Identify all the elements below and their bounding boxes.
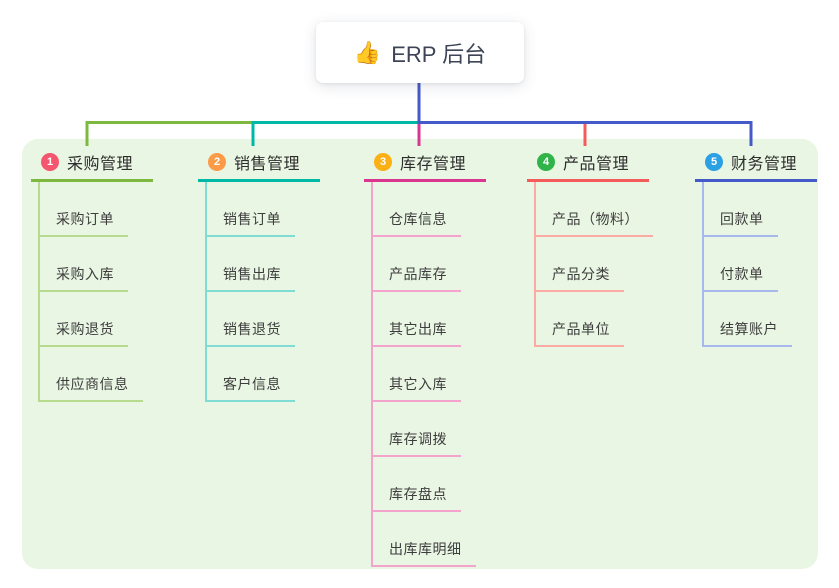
child-label: 回款单 xyxy=(704,209,778,237)
branch-children: 仓库信息 产品库存 其它出库 其它入库 库存调拨 库存盘点 出库库明细 xyxy=(371,182,486,567)
connector-branch-finance xyxy=(417,83,753,146)
child-label: 采购订单 xyxy=(40,209,128,237)
branch-header[interactable]: 3 库存管理 xyxy=(364,148,486,182)
child-node[interactable]: 客户信息 xyxy=(207,347,320,402)
branch-number-badge: 5 xyxy=(705,153,723,171)
child-node[interactable]: 出库库明细 xyxy=(373,512,486,567)
child-label: 其它入库 xyxy=(373,374,461,402)
branch-sales: 2 销售管理 销售订单 销售出库 销售退货 客户信息 xyxy=(198,148,320,402)
child-node[interactable]: 产品库存 xyxy=(373,237,486,292)
child-label: 采购入库 xyxy=(40,264,128,292)
child-label: 结算账户 xyxy=(704,319,792,347)
child-label: 客户信息 xyxy=(207,374,295,402)
child-node[interactable]: 其它出库 xyxy=(373,292,486,347)
thumbs-up-icon: 👍 xyxy=(353,39,382,65)
child-node[interactable]: 库存调拨 xyxy=(373,402,486,457)
branch-header[interactable]: 4 产品管理 xyxy=(527,148,649,182)
child-label: 其它出库 xyxy=(373,319,461,347)
branch-product: 4 产品管理 产品（物料） 产品分类 产品单位 xyxy=(527,148,653,347)
child-label: 供应商信息 xyxy=(40,374,143,402)
child-node[interactable]: 销售出库 xyxy=(207,237,320,292)
child-node[interactable]: 其它入库 xyxy=(373,347,486,402)
branch-purchase: 1 采购管理 采购订单 采购入库 采购退货 供应商信息 xyxy=(31,148,153,402)
child-node[interactable]: 产品单位 xyxy=(536,292,653,347)
child-node[interactable]: 销售退货 xyxy=(207,292,320,347)
branch-header[interactable]: 2 销售管理 xyxy=(198,148,320,182)
connector-branch-sales xyxy=(251,83,421,146)
branch-children: 产品（物料） 产品分类 产品单位 xyxy=(534,182,653,347)
child-label: 产品分类 xyxy=(536,264,624,292)
child-node[interactable]: 仓库信息 xyxy=(373,182,486,237)
child-label: 出库库明细 xyxy=(373,539,476,567)
branch-children: 销售订单 销售出库 销售退货 客户信息 xyxy=(205,182,320,402)
branch-children: 回款单 付款单 结算账户 xyxy=(702,182,817,347)
branch-inventory: 3 库存管理 仓库信息 产品库存 其它出库 其它入库 库存调拨 库存盘点 出库库… xyxy=(364,148,486,567)
root-title: ERP 后台 xyxy=(391,41,487,67)
branch-label: 采购管理 xyxy=(67,156,134,173)
branch-label: 库存管理 xyxy=(400,156,467,173)
child-node[interactable]: 产品（物料） xyxy=(536,182,653,237)
branch-header[interactable]: 1 采购管理 xyxy=(31,148,153,182)
child-node[interactable]: 付款单 xyxy=(704,237,817,292)
child-node[interactable]: 供应商信息 xyxy=(40,347,153,402)
branch-label: 财务管理 xyxy=(731,156,798,173)
root-node[interactable]: 👍 ERP 后台 xyxy=(316,22,524,83)
branch-number-badge: 2 xyxy=(208,153,226,171)
branch-number-badge: 1 xyxy=(41,153,59,171)
child-label: 销售订单 xyxy=(207,209,295,237)
branch-finance: 5 财务管理 回款单 付款单 结算账户 xyxy=(695,148,817,347)
connector-branch-purchase xyxy=(85,83,421,146)
child-node[interactable]: 采购订单 xyxy=(40,182,153,237)
child-label: 付款单 xyxy=(704,264,778,292)
child-node[interactable]: 回款单 xyxy=(704,182,817,237)
child-node[interactable]: 库存盘点 xyxy=(373,457,486,512)
child-label: 库存调拨 xyxy=(373,429,461,457)
branch-header[interactable]: 5 财务管理 xyxy=(695,148,817,182)
child-label: 销售退货 xyxy=(207,319,295,347)
child-node[interactable]: 采购退货 xyxy=(40,292,153,347)
child-label: 仓库信息 xyxy=(373,209,461,237)
child-label: 销售出库 xyxy=(207,264,295,292)
branches-panel xyxy=(22,139,818,569)
child-node[interactable]: 产品分类 xyxy=(536,237,653,292)
branch-children: 采购订单 采购入库 采购退货 供应商信息 xyxy=(38,182,153,402)
child-label: 产品（物料） xyxy=(536,209,653,237)
child-label: 采购退货 xyxy=(40,319,128,347)
child-label: 产品库存 xyxy=(373,264,461,292)
child-label: 库存盘点 xyxy=(373,484,461,512)
child-node[interactable]: 销售订单 xyxy=(207,182,320,237)
child-node[interactable]: 结算账户 xyxy=(704,292,817,347)
branch-number-badge: 3 xyxy=(374,153,392,171)
child-label: 产品单位 xyxy=(536,319,624,347)
branch-number-badge: 4 xyxy=(537,153,555,171)
branch-label: 销售管理 xyxy=(234,156,301,173)
connector-branch-product xyxy=(417,83,587,146)
child-node[interactable]: 采购入库 xyxy=(40,237,153,292)
branch-label: 产品管理 xyxy=(563,156,630,173)
